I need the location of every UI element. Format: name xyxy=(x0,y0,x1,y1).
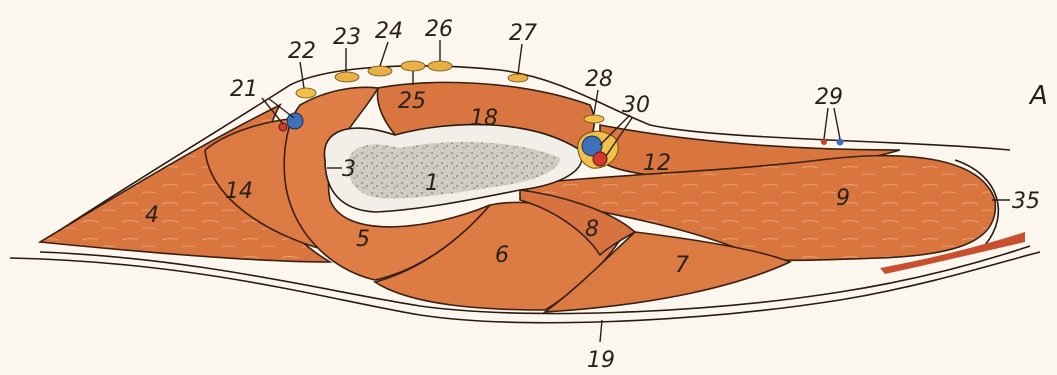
label-3: 3 xyxy=(342,157,356,182)
fat-28 xyxy=(584,115,604,123)
label-23: 23 xyxy=(333,25,361,50)
vein-21 xyxy=(287,113,303,129)
label-12: 12 xyxy=(643,151,671,176)
leader-19 xyxy=(600,320,602,342)
label-26: 26 xyxy=(425,17,453,42)
label-22: 22 xyxy=(288,39,316,64)
label-8: 8 xyxy=(585,217,599,242)
leader-29b xyxy=(834,108,840,139)
label-28: 28 xyxy=(585,67,613,92)
label-19: 19 xyxy=(587,348,615,373)
label-18: 18 xyxy=(470,106,498,131)
label-14: 14 xyxy=(225,179,253,204)
label-27: 27 xyxy=(509,21,537,46)
vein-29 xyxy=(837,139,844,146)
leader-29a xyxy=(824,108,828,139)
fat-26 xyxy=(428,61,452,71)
label-30: 30 xyxy=(622,93,650,118)
label-6: 6 xyxy=(495,243,509,268)
fat-23 xyxy=(335,72,359,82)
label-29: 29 xyxy=(815,85,843,110)
fat-27 xyxy=(508,74,528,82)
label-21: 21 xyxy=(230,77,258,102)
fat-24 xyxy=(368,66,392,76)
leader-27 xyxy=(518,44,522,74)
label-24: 24 xyxy=(375,19,403,44)
leader-24 xyxy=(380,42,388,66)
label-25: 25 xyxy=(398,89,426,114)
artery-30 xyxy=(593,152,607,166)
label-9: 9 xyxy=(836,186,850,211)
fat-22 xyxy=(296,88,316,98)
leader-22 xyxy=(300,62,304,88)
artery-29 xyxy=(821,139,827,145)
label-5: 5 xyxy=(356,227,370,252)
panel-label: A xyxy=(1028,81,1048,111)
label-7: 7 xyxy=(675,253,689,278)
label-35: 35 xyxy=(1012,189,1040,214)
label-4: 4 xyxy=(145,203,159,228)
label-1: 1 xyxy=(425,171,439,196)
fat-25 xyxy=(401,61,425,71)
artery-21 xyxy=(279,123,287,131)
